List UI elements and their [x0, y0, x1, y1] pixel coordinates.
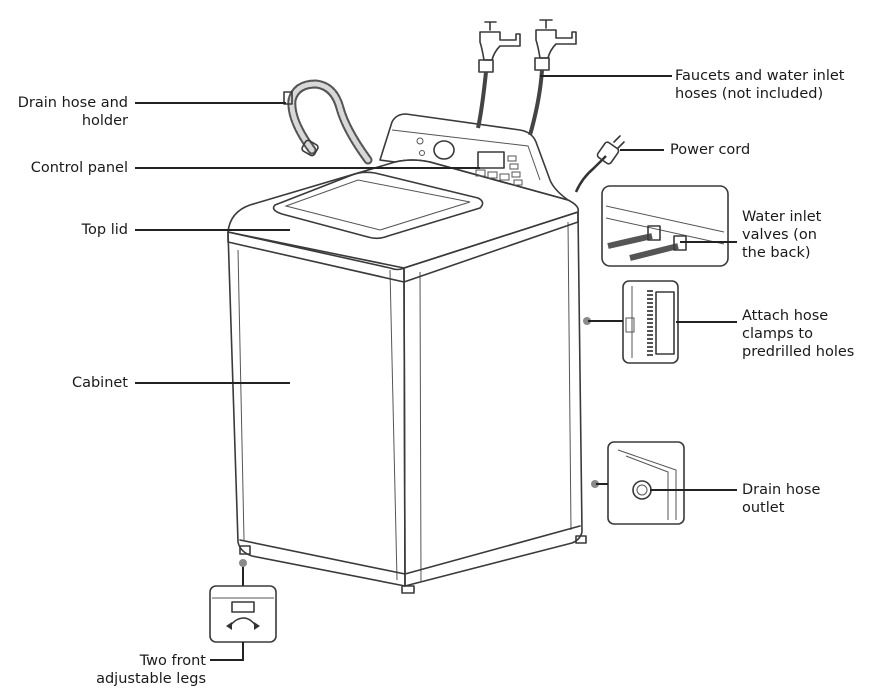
hose-clamps-inset	[622, 280, 679, 364]
adjustable-leg-inset	[209, 559, 277, 661]
label-two-front-legs: Two front adjustable legs	[96, 653, 206, 687]
drain-hose-icon	[283, 79, 373, 165]
leader-lines	[135, 75, 737, 491]
label-cabinet: Cabinet	[71, 375, 128, 391]
label-control-panel: Control panel	[30, 160, 128, 176]
label-power-cord: Power cord	[670, 142, 751, 158]
drain-outlet-inset	[607, 441, 685, 525]
water-inlet-valves-inset	[601, 185, 729, 267]
label-faucets-hoses: Faucets and water inlet hoses (not inclu…	[675, 68, 845, 102]
label-top-lid: Top lid	[81, 222, 128, 238]
faucet-icon	[476, 19, 577, 136]
label-attach-hose-clamps: Attach hose clamps to predrilled holes	[742, 308, 855, 360]
label-drain-hose-outlet: Drain hose outlet	[742, 482, 821, 516]
washer-illustration	[227, 113, 599, 594]
label-drain-hose-holder: Drain hose and holder	[17, 95, 128, 129]
label-water-inlet-valves: Water inlet valves (on the back)	[742, 209, 822, 261]
power-cord-icon	[574, 135, 625, 193]
